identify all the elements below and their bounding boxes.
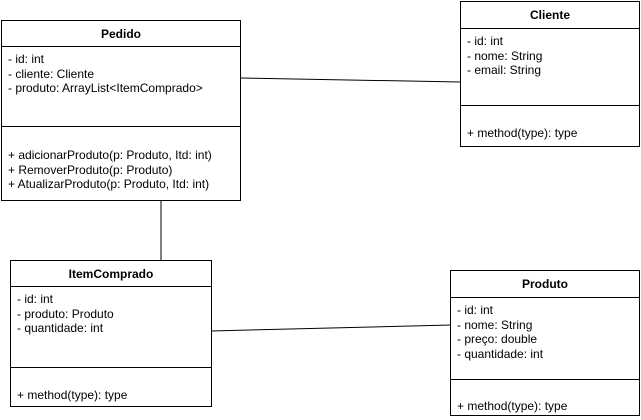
attribute: - id: int: [8, 52, 45, 66]
attribute: - produto: ArrayList<ItemComprado>: [8, 81, 203, 95]
attribute: - quantidade: int: [457, 346, 544, 361]
method: + method(type): type: [467, 126, 578, 140]
class-name: Pedido: [2, 21, 240, 47]
attribute: - nome: String: [457, 317, 533, 332]
class-name: Cliente: [461, 2, 639, 29]
method: + AtualizarProduto(p: Produto, Itd: int): [8, 177, 210, 191]
attribute: - preço: double: [457, 332, 538, 346]
attribute: - id: int: [457, 303, 494, 317]
class-item-comprado[interactable]: ItemComprado - id: int - produto: Produt…: [10, 260, 212, 407]
attribute: - id: int: [17, 292, 54, 306]
class-name: ItemComprado: [11, 261, 211, 287]
attribute: - quantidade: int: [17, 321, 104, 335]
attributes-compartment: - id: int - cliente: Cliente - produto: …: [2, 48, 240, 126]
methods-compartment: + adicionarProduto(p: Produto, Itd: int)…: [2, 126, 240, 200]
class-cliente[interactable]: Cliente - id: int - nome: String - email…: [460, 1, 640, 147]
attributes-compartment: - id: int - nome: String - preço: double…: [451, 299, 639, 379]
attributes-compartment: - id: int - nome: String - email: String: [461, 30, 639, 105]
attribute: - nome: String: [467, 48, 543, 63]
attribute: - email: String: [467, 63, 542, 77]
association-pedido-cliente: [239, 77, 462, 83]
method: + adicionarProduto(p: Produto, Itd: int): [8, 148, 212, 162]
methods-compartment: + method(type): type: [461, 105, 639, 146]
class-pedido[interactable]: Pedido - id: int - cliente: Cliente - pr…: [1, 20, 241, 201]
method: + method(type): type: [457, 399, 568, 413]
method: + RemoverProduto(p: Produto): [8, 162, 173, 177]
methods-compartment: + method(type): type: [451, 379, 639, 415]
association-itemcomprado-produto: [210, 324, 452, 332]
attribute: - produto: Produto: [17, 306, 114, 321]
attributes-compartment: - id: int - produto: Produto - quantidad…: [11, 288, 211, 366]
attribute: - cliente: Cliente: [8, 66, 95, 81]
attribute: - id: int: [467, 34, 504, 48]
method: + method(type): type: [17, 388, 128, 402]
class-name: Produto: [451, 271, 639, 298]
methods-compartment: + method(type): type: [11, 367, 211, 406]
class-produto[interactable]: Produto - id: int - nome: String - preço…: [450, 270, 640, 416]
